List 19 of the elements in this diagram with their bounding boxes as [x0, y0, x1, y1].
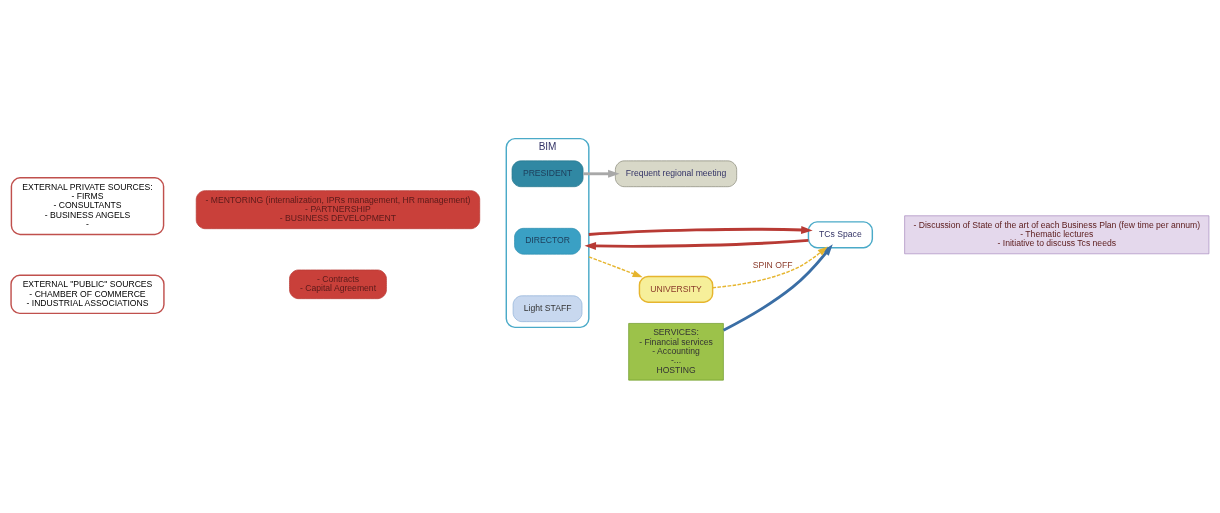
node-box: EXTERNAL "PUBLIC" SOURCES - CHAMBER OF COMMERCE - INDUSTRIAL ASSOCIATIONS — [10, 274, 165, 315]
node-box: SERVICES: - Financial services - Accounting -... HOSTING — [628, 323, 724, 381]
arrow — [584, 238, 809, 250]
arrow — [722, 244, 833, 332]
arrow — [588, 225, 813, 236]
node-box: UNIVERSITY — [638, 275, 714, 303]
node-box: - Discussion of State of the art of each Business Plan (few time per annum) - Thematic lectures - Initiative to discuss Tcs needs — [904, 215, 1210, 255]
node-box: Frequent regional meeting — [615, 160, 738, 188]
arrow — [583, 169, 620, 178]
node-box: DIRECTOR — [514, 227, 581, 255]
node-box: EXTERNAL PRIVATE SOURCES: - FIRMS - CONSULTANTS - BUSINESS ANGELS - — [10, 177, 165, 236]
node-box: Light STAFF — [512, 295, 583, 322]
arrow — [588, 256, 643, 278]
node-box: - Contracts - Capital Agreement — [289, 269, 387, 300]
edge-label: SPIN OFF — [752, 259, 793, 270]
arrow — [712, 246, 828, 289]
node-box: PRESIDENT — [511, 160, 584, 188]
node-box: TCs Space — [807, 221, 874, 249]
node-box: - MENTORING (internalization, IPRs management, HR management) - PARTNERSHIP - BUSINESS DEVELOPMENT — [195, 190, 481, 230]
